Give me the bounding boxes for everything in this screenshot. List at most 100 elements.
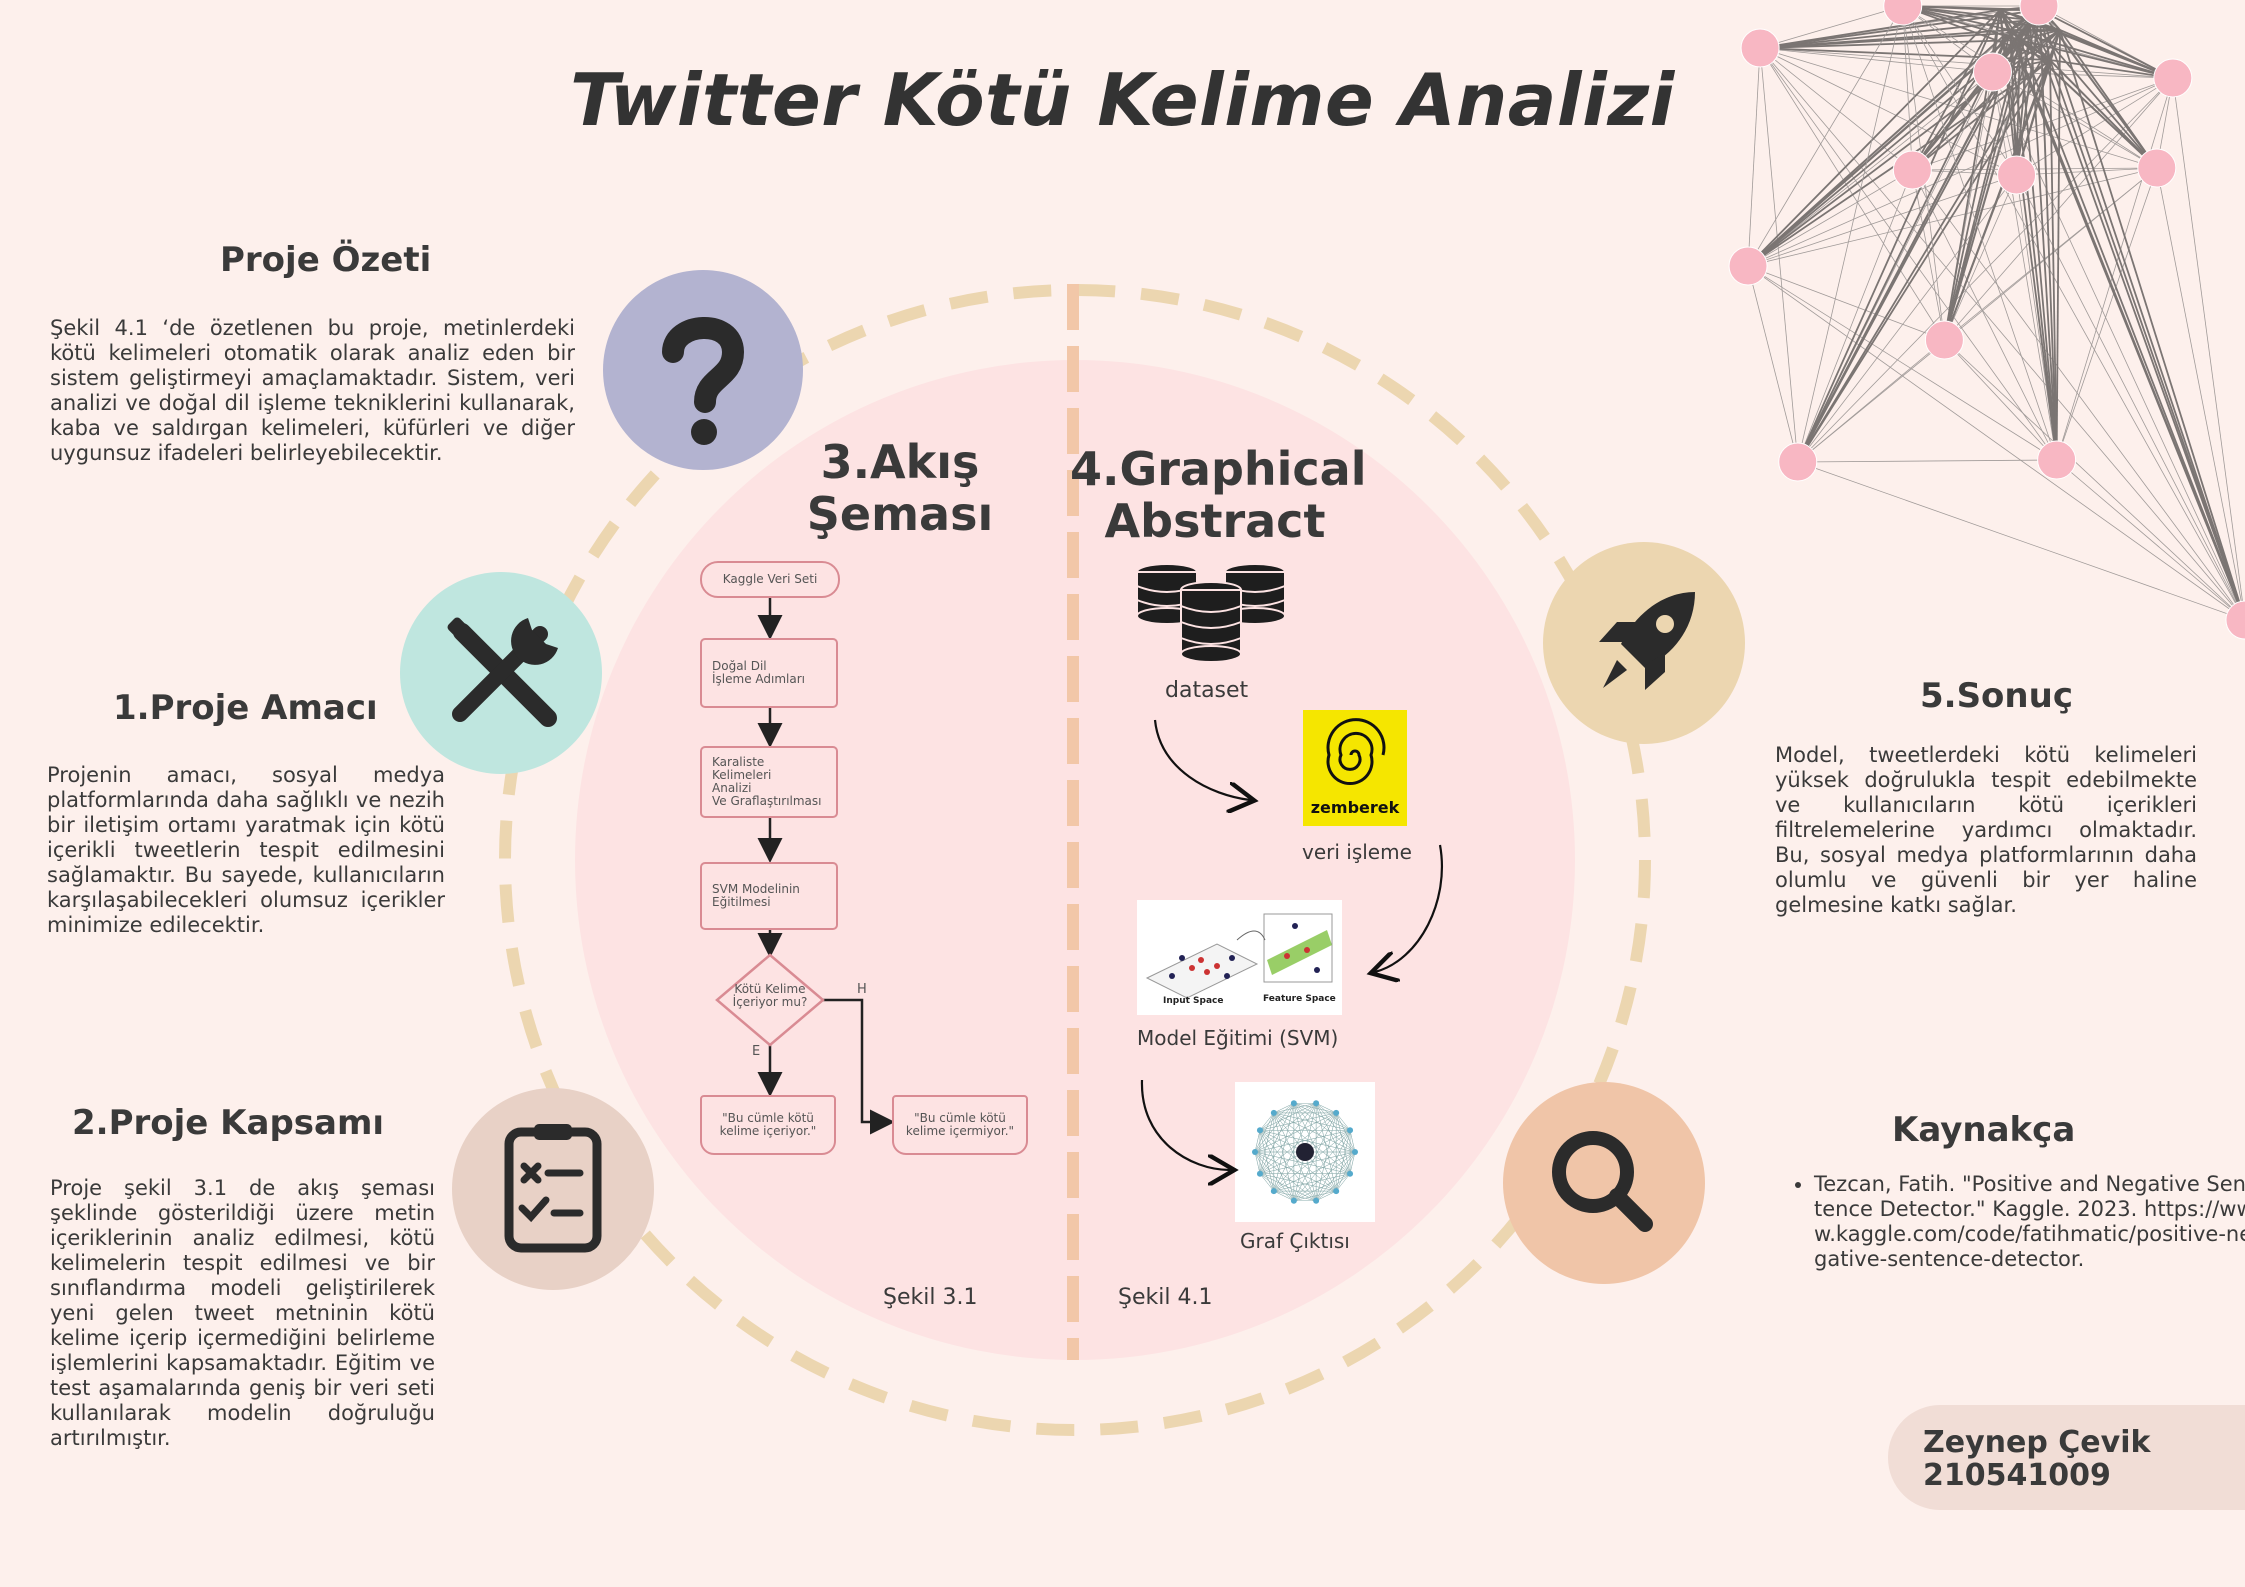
mini-graph-edge: [1259, 1173, 1274, 1192]
mini-graph-edge: [1336, 1112, 1351, 1131]
graphical-heading-line1: 4.Graphical: [1070, 442, 1367, 496]
network-edge: [1902, 5, 2021, 41]
mini-graph-edge: [1315, 1151, 1356, 1201]
mini-graph-edge: [1315, 1130, 1351, 1201]
mini-graph-edge: [1336, 1173, 1351, 1192]
network-edge: [2009, 29, 2018, 176]
rocket-circle: [1543, 542, 1745, 744]
network-edge: [2039, 9, 2058, 461]
network-edge: [1944, 339, 2057, 461]
flowchart-connectors: [715, 598, 895, 1135]
network-edge: [1747, 29, 2011, 267]
network-edge: [1747, 265, 2245, 621]
mini-graph-edge: [1254, 1130, 1261, 1153]
decision-diamond: [715, 953, 825, 1047]
network-edge: [2049, 29, 2061, 61]
svm-feature-space: Feature Space: [1263, 994, 1336, 1004]
network-node: [1778, 442, 1818, 482]
network-edge: [1999, 9, 2011, 31]
mini-graph-node: [1252, 1149, 1258, 1155]
mini-graph-edge: [1273, 1103, 1317, 1114]
network-edge: [1902, 5, 1913, 171]
akis-caption: Şekil 3.1: [883, 1285, 978, 1310]
network-node: [1997, 155, 2037, 195]
ozet-text: Şekil 4.1 ‘de özetlenen bu proje, metinl…: [50, 316, 575, 465]
mini-graph-node: [1290, 1100, 1297, 1107]
kaynakca-heading: Kaynakça: [1892, 1110, 2076, 1150]
network-graph-decoration: [1728, 0, 2245, 640]
mini-graph-node: [1347, 1170, 1354, 1177]
mini-graph-edge: [1335, 1130, 1351, 1192]
dataset-label: dataset: [1165, 678, 1249, 703]
network-edge: [1747, 265, 2057, 461]
kaynakca-list: Tezcan, Fatih. "Positive and Negative Se…: [1770, 1172, 2245, 1272]
network-edge: [1796, 29, 2011, 463]
mini-graph-node: [1270, 1109, 1277, 1116]
network-edge: [2039, 9, 2174, 79]
network-edge: [1797, 167, 2158, 463]
poster-title: Twitter Kötü Kelime Analizi: [570, 58, 1675, 142]
mini-graph-edge: [1335, 1112, 1351, 1174]
network-edge: [2019, 39, 2245, 621]
search-circle: [1503, 1082, 1705, 1284]
network-edge: [2049, 59, 2058, 461]
network-edge: [1747, 169, 1913, 267]
network-edge: [1992, 71, 2245, 621]
mini-graph-edge: [1273, 1112, 1351, 1131]
mini-graph-edge: [1254, 1112, 1337, 1153]
checklist-icon: [504, 1124, 602, 1253]
mini-graph-edge: [1273, 1112, 1356, 1153]
network-edge: [1992, 71, 2158, 169]
mini-graph-edge: [1259, 1103, 1294, 1131]
network-edge: [2029, 19, 2051, 61]
network-node: [2037, 440, 2077, 480]
network-edge: [1943, 59, 2051, 341]
network-node: [1728, 246, 1768, 286]
checklist-circle: [452, 1088, 654, 1290]
abstract-arrows: [1140, 719, 1444, 1220]
mini-graph-edge: [1293, 1103, 1351, 1174]
network-edge: [1747, 71, 1993, 267]
network-edge: [2009, 29, 2051, 61]
svm-label: Model Eğitimi (SVM): [1137, 1026, 1339, 1050]
mini-graph-edge: [1259, 1112, 1275, 1174]
network-edge: [2172, 77, 2245, 621]
network-node: [1883, 0, 1923, 26]
network-edge: [2019, 39, 2058, 461]
svm-input-space: Input Space: [1163, 996, 1224, 1006]
mini-graph-node: [1313, 1197, 1320, 1204]
network-edge: [2016, 174, 2245, 621]
mini-graph-edge: [1293, 1112, 1337, 1201]
mini-graph-edge: [1254, 1130, 1351, 1153]
ozet-heading: Proje Özeti: [220, 240, 432, 280]
tools-icon: [447, 617, 558, 727]
flow-start: Kaggle Veri Seti: [700, 561, 840, 598]
network-edge: [2019, 39, 2174, 79]
network-edge: [1911, 169, 2057, 461]
question-icon: [662, 317, 745, 445]
mini-graph-edge: [1293, 1103, 1337, 1114]
tools-circle: [400, 572, 602, 774]
mini-graph-edge: [1254, 1112, 1275, 1153]
mini-graph-edge: [1259, 1103, 1317, 1131]
mini-graph-node: [1270, 1188, 1277, 1195]
network-edge: [2056, 167, 2158, 461]
mini-graph-edge: [1316, 1190, 1337, 1201]
database-icon: [1136, 563, 1286, 663]
mini-graph-edge: [1349, 1151, 1356, 1174]
mini-graph-edge: [1273, 1151, 1356, 1192]
mini-graph-edge: [1315, 1103, 1337, 1192]
network-edge: [2016, 77, 2174, 176]
network-edge: [1747, 265, 1799, 463]
svm-image: Input Space Feature Space: [1137, 900, 1342, 1015]
akis-heading: 3.Akış Şeması: [770, 436, 1030, 540]
mini-graph-node: [1256, 1170, 1263, 1177]
network-edge: [1796, 29, 2061, 463]
network-edge: [1797, 169, 1913, 463]
mini-graph-node: [1333, 1109, 1340, 1116]
mini-graph-edge: [1273, 1190, 1294, 1201]
flow-yes-label: E: [752, 1044, 761, 1059]
graph-label: Graf Çıktısı: [1240, 1229, 1350, 1253]
network-edge: [1912, 77, 2173, 171]
nlp-label: veri işleme: [1302, 840, 1412, 864]
